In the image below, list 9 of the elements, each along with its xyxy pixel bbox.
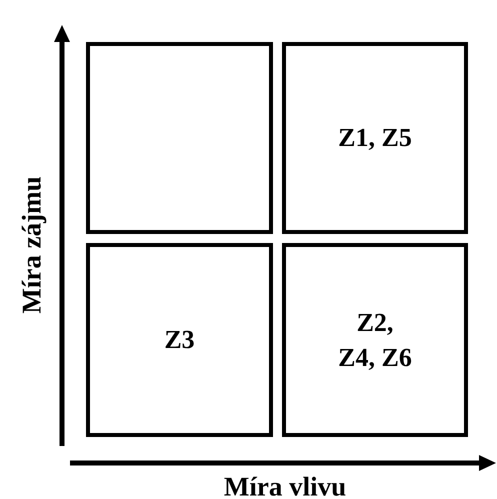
axis-label: Míra vlivu — [224, 472, 346, 499]
quadrant-box — [282, 42, 468, 234]
quadrant-box — [282, 243, 468, 437]
quadrant-box — [86, 243, 273, 437]
empty-box — [86, 42, 273, 234]
quadrant-label: Z2, Z4, Z6 — [337, 306, 413, 374]
quadrant-label: Z1, Z5 — [337, 122, 413, 154]
axis-label: Míra zájmu — [16, 176, 48, 314]
quadrant-label: Z3 — [163, 324, 196, 356]
